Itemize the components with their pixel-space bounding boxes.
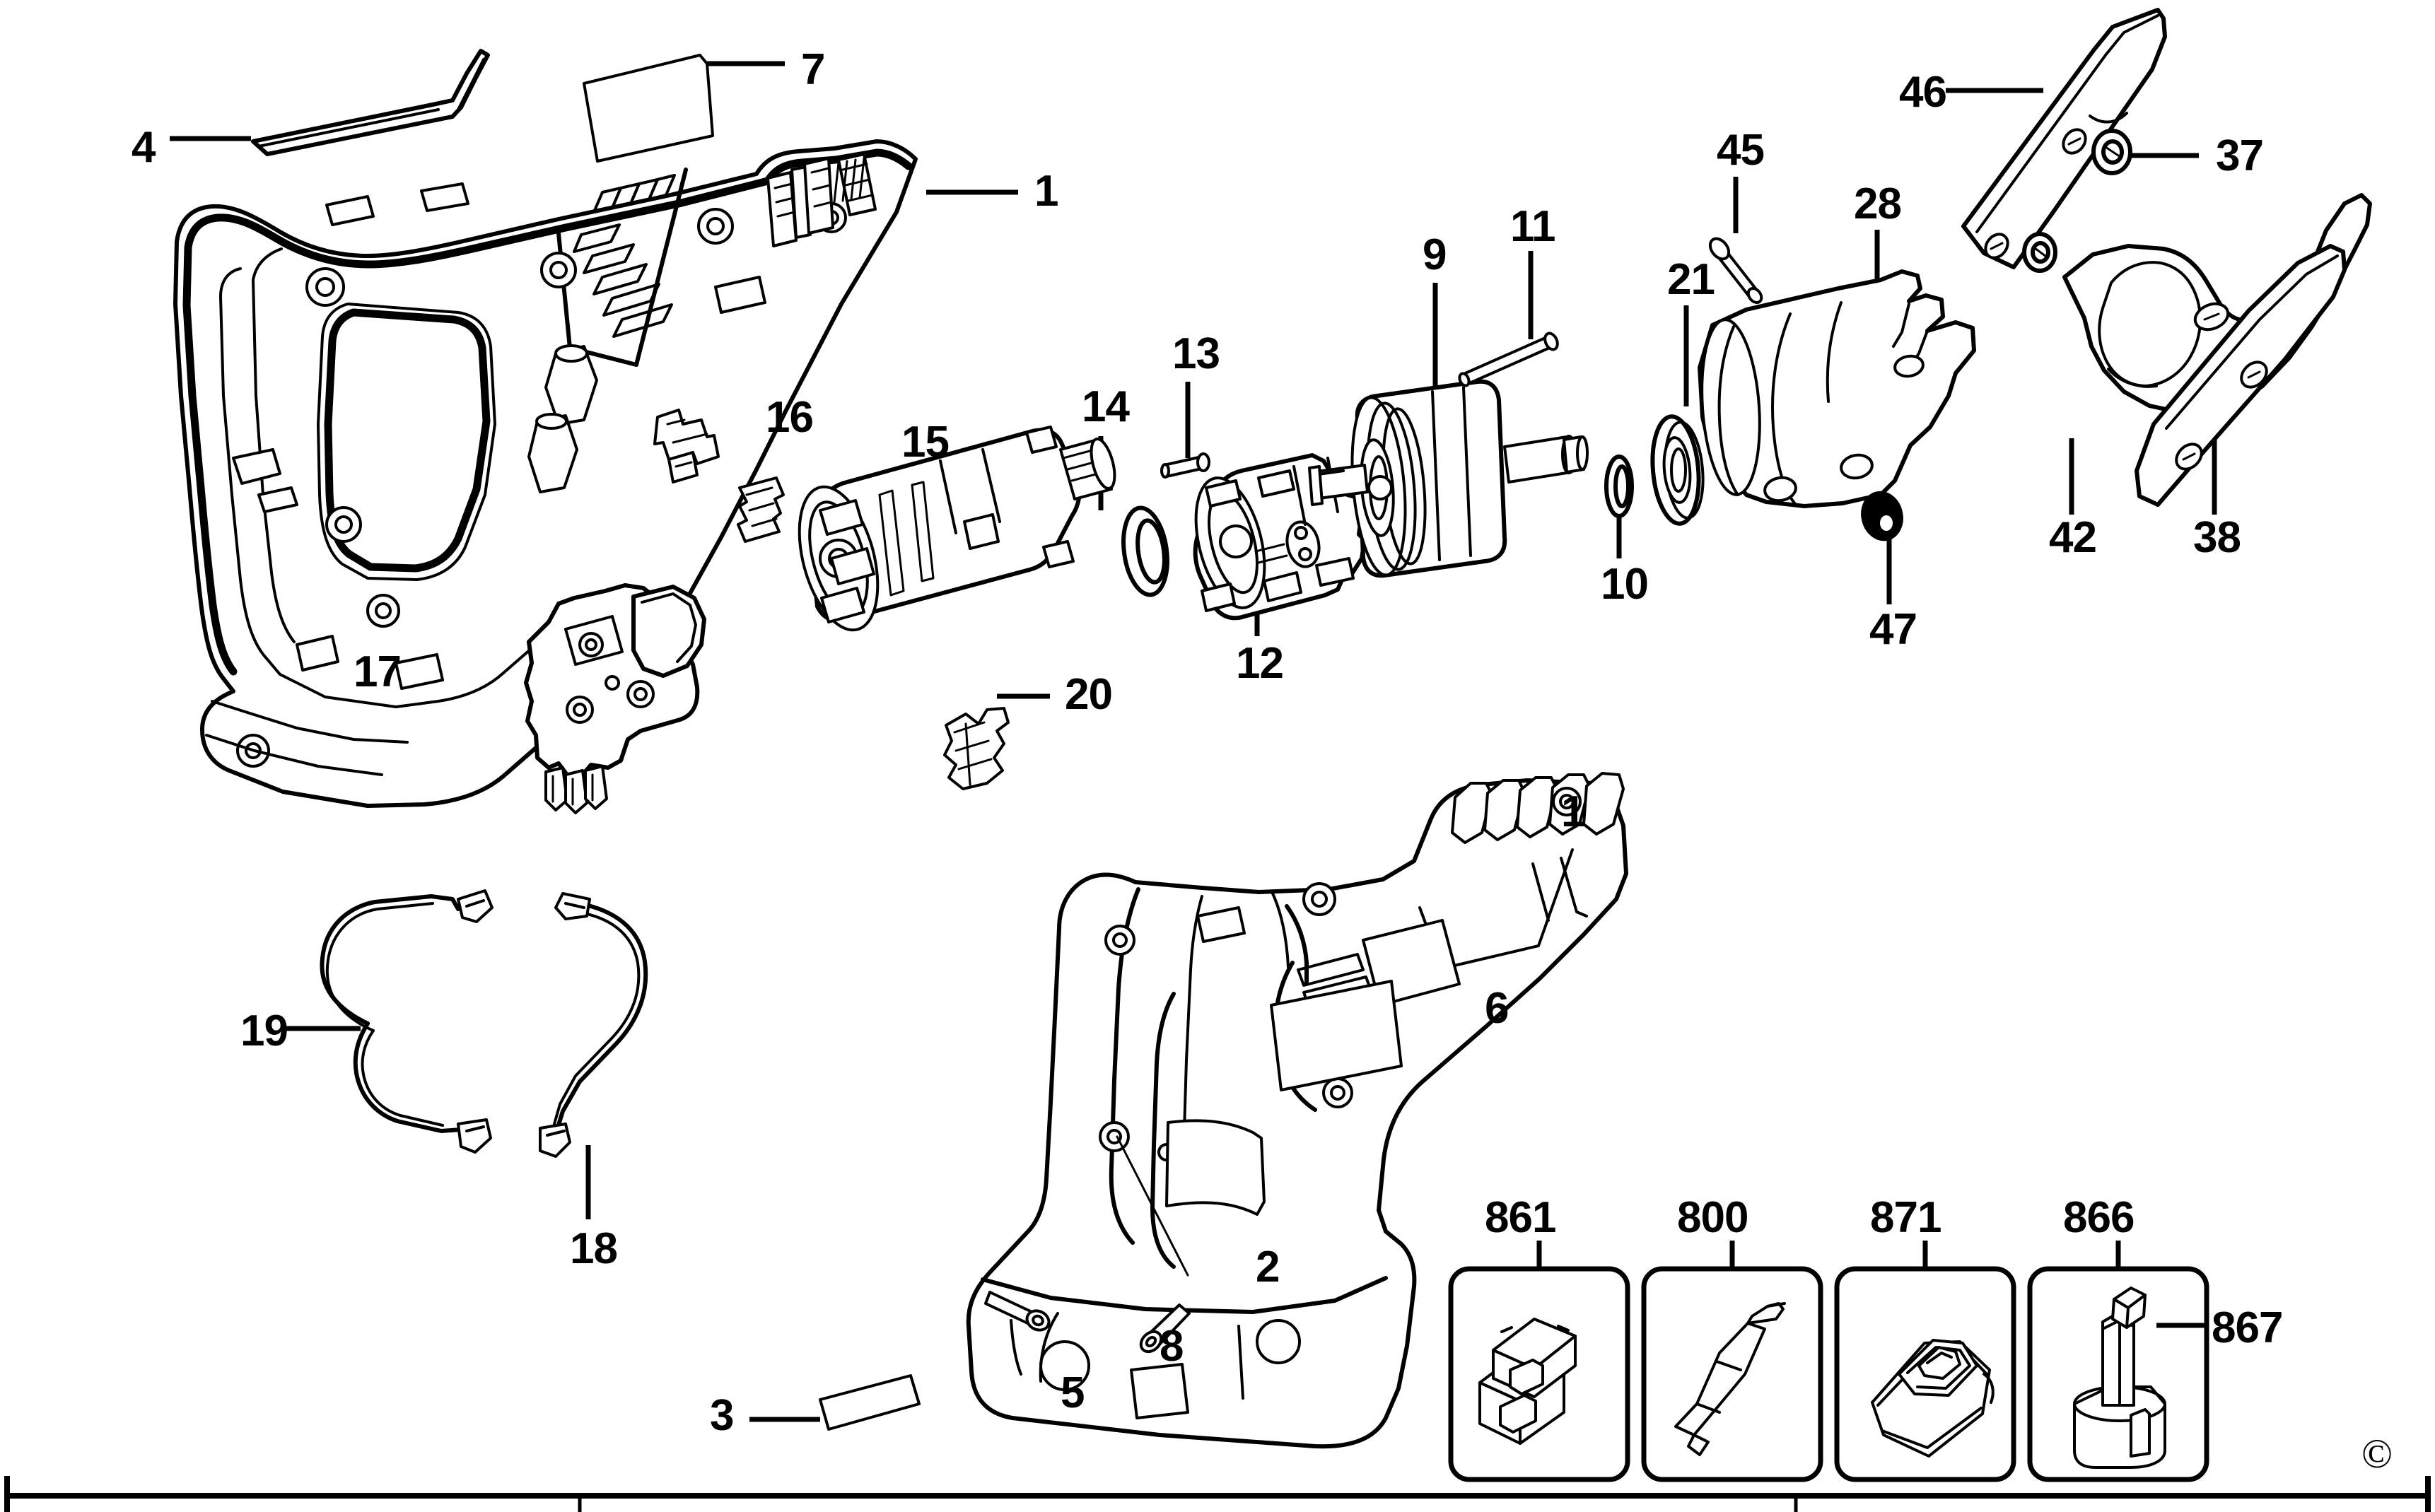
accessory-callout-867: 867	[2212, 1303, 2283, 1352]
part-screw-pin	[1160, 452, 1210, 479]
callout-10: 10	[1601, 560, 1649, 609]
part-lower-blade	[2135, 244, 2347, 507]
callout-7: 7	[801, 45, 825, 94]
copyright-symbol: ©	[2361, 1431, 2393, 1477]
part-terminal-clip	[653, 409, 720, 484]
part-cutter-head-housing	[1698, 269, 1976, 508]
part-hex-key-allen-wrench	[251, 49, 490, 156]
part-lead-wire-red	[320, 889, 494, 1154]
icon-battery-pack	[2073, 1311, 2166, 1469]
part-dowel-pin	[1458, 332, 1559, 387]
accessory-box-871	[1834, 1266, 2016, 1482]
callout-28: 28	[1854, 180, 1902, 228]
callout-3: 3	[710, 1391, 734, 1440]
part-bearing	[1650, 414, 1705, 526]
callout-14: 14	[1082, 382, 1130, 431]
part-housing-half-left	[173, 139, 918, 808]
part-bush	[1861, 491, 1903, 541]
part-nameplate-label-upper	[583, 54, 714, 163]
part-small-washer-lower	[2022, 232, 2057, 273]
callout-13: 13	[1172, 329, 1220, 378]
icon-kitbox	[1478, 1318, 1577, 1445]
part-spacer-washer	[2091, 129, 2132, 175]
callout-6: 6	[1485, 984, 1509, 1033]
callout-15: 15	[901, 418, 950, 467]
part-cable-clamp	[943, 707, 1010, 790]
part-washer-spacer	[1121, 505, 1169, 597]
accessory-box-861	[1448, 1266, 1630, 1482]
part-warning-label	[1165, 1119, 1266, 1216]
part-screw	[1139, 1303, 1191, 1354]
accessory-box-800	[1641, 1266, 1823, 1482]
callout-19: 19	[240, 1007, 288, 1055]
callout-8: 8	[1160, 1322, 1184, 1371]
callout-16: 16	[766, 393, 814, 442]
callout-42: 42	[2049, 513, 2097, 562]
part-brush-holder-clip	[737, 476, 785, 543]
accessory-box-866	[2027, 1266, 2209, 1482]
callout-18: 18	[570, 1224, 618, 1273]
callout-17: 17	[354, 647, 402, 696]
callout-46: 46	[1899, 68, 1947, 117]
accessory-callout-800: 800	[1677, 1193, 1748, 1242]
callout-21: 21	[1667, 255, 1715, 304]
part-switch-trigger-assembly	[524, 583, 706, 814]
callout-37: 37	[2216, 131, 2264, 180]
callout-45: 45	[1717, 126, 1765, 175]
part-washer	[1604, 455, 1634, 518]
part-eccentric-drive-assembly	[1308, 379, 1589, 578]
callout-47: 47	[1869, 605, 1917, 654]
part-upper-blade	[1961, 8, 2167, 269]
icon-terminal-cap-867	[2111, 1287, 2147, 1329]
callout-2: 2	[1256, 1243, 1280, 1291]
icon-blade-tool	[1674, 1302, 1786, 1456]
callout-1-lower: 1	[1561, 787, 1585, 836]
callout-4: 4	[132, 123, 156, 172]
part-lead-wire-black	[539, 892, 648, 1158]
part-nameplate-label-lower	[1270, 980, 1403, 1091]
callout-38: 38	[2193, 513, 2241, 562]
part-motor-assembly	[798, 426, 1116, 632]
callout-5: 5	[1061, 1369, 1085, 1417]
page-frame	[4, 1476, 2431, 1512]
accessory-callout-861: 861	[1485, 1193, 1556, 1242]
callout-1-upper: 1	[1034, 167, 1058, 216]
callout-11: 11	[1510, 202, 1556, 251]
callout-9: 9	[1423, 230, 1447, 279]
accessory-callout-871: 871	[1870, 1193, 1941, 1242]
callout-12: 12	[1236, 639, 1284, 688]
icon-charger	[1871, 1339, 1995, 1458]
part-centre-blade-fork	[2062, 193, 2372, 415]
accessory-callout-866: 866	[2063, 1193, 2135, 1242]
part-screw-self-tapping	[984, 1291, 1051, 1332]
part-pivot-pin	[1708, 237, 1763, 304]
callout-20: 20	[1065, 670, 1113, 719]
part-rating-label	[819, 1374, 921, 1431]
part-housing-half-right	[966, 772, 1628, 1449]
